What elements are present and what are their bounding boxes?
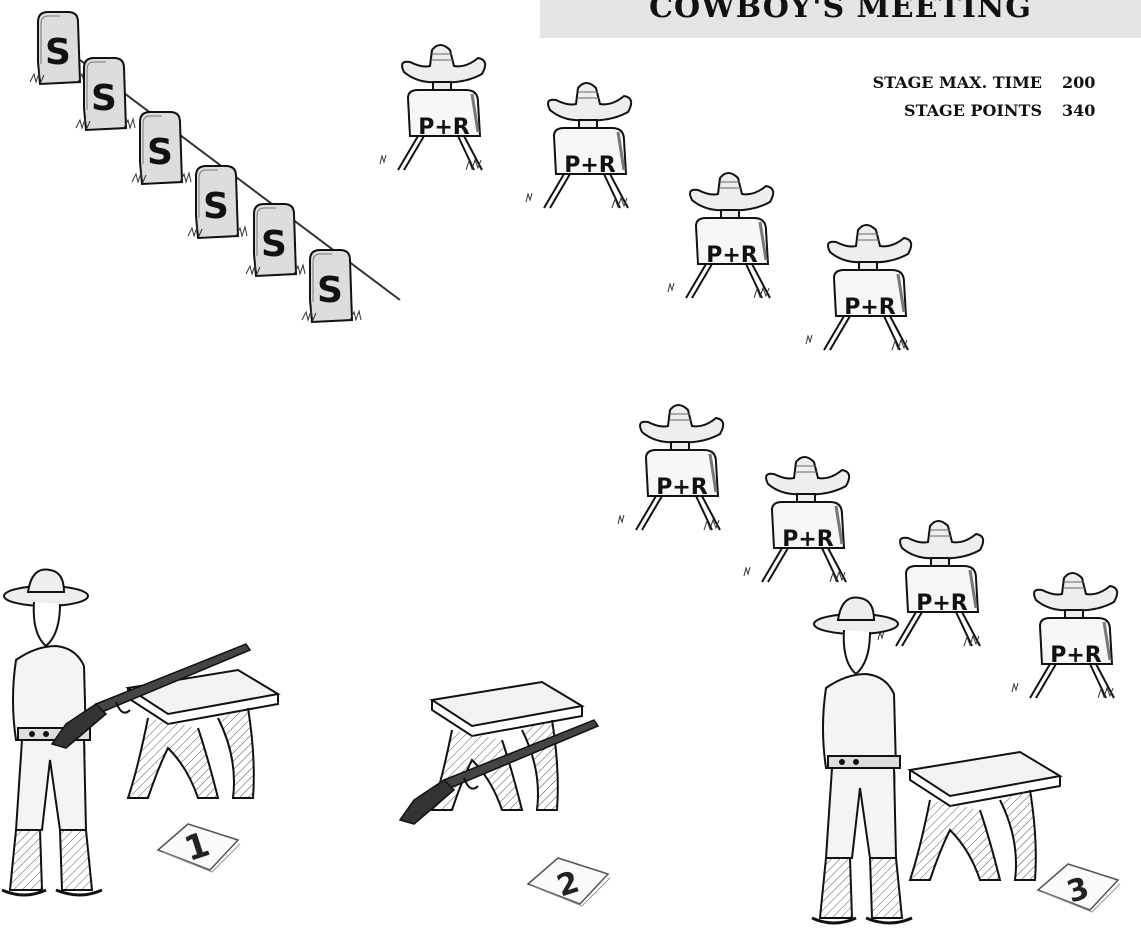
shooting-position-2: 2 — [400, 682, 610, 906]
pr-target-label: P+R — [916, 591, 968, 616]
pr-target: P+R — [744, 457, 849, 582]
pr-target: P+R — [618, 405, 723, 530]
steel-target: S — [188, 166, 247, 238]
pr-target-label: P+R — [656, 475, 708, 500]
pr-target: P+R — [380, 45, 485, 170]
pr-target: P+R — [1012, 573, 1117, 698]
pr-target-label: P+R — [1050, 643, 1102, 668]
shooting-position-1: 1 — [2, 569, 278, 895]
steel-target-label: S — [147, 132, 173, 173]
pr-target-label: P+R — [782, 527, 834, 552]
steel-target: S — [246, 204, 305, 276]
steel-target-label: S — [261, 224, 287, 265]
steel-target-label: S — [203, 186, 229, 227]
steel-target-label: S — [317, 270, 343, 311]
pr-target-label: P+R — [844, 295, 896, 320]
steel-target: S — [132, 112, 191, 184]
steel-target-label: S — [45, 32, 71, 73]
position-sign-3: 3 — [1038, 864, 1120, 912]
position-sign-2: 2 — [528, 858, 610, 906]
pr-target-label: P+R — [564, 153, 616, 178]
pr-target: P+R — [668, 173, 773, 298]
steel-target: S — [302, 250, 361, 322]
pr-target: P+R — [806, 225, 911, 350]
pr-target-label: P+R — [418, 115, 470, 140]
position-sign-1: 1 — [158, 824, 240, 872]
pr-target-label: P+R — [706, 243, 758, 268]
steel-target: S — [30, 12, 89, 84]
pr-target: P+R — [526, 83, 631, 208]
steel-target-label: S — [91, 78, 117, 119]
